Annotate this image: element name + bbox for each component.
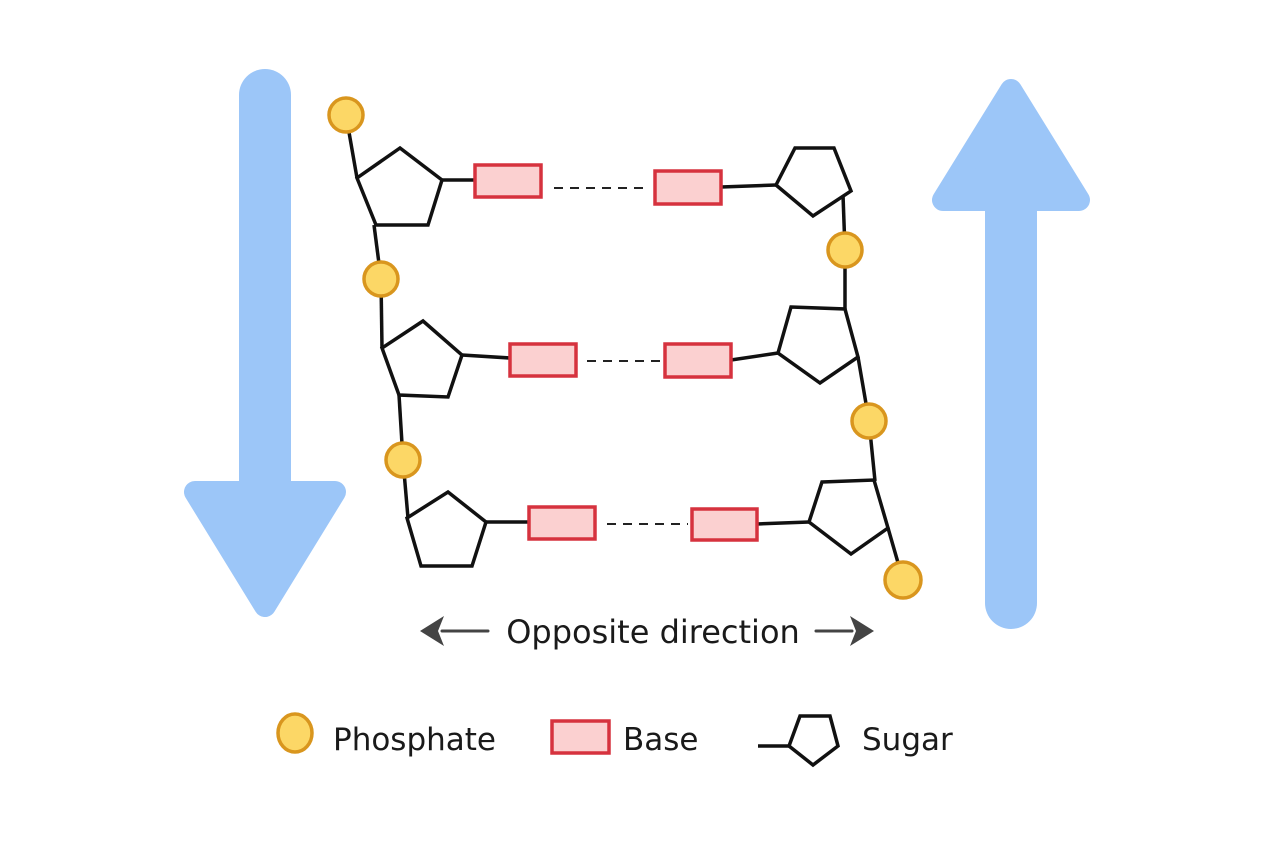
hydrogen-bonds — [554, 187, 688, 525]
left-direction-arrow-icon — [420, 616, 490, 646]
sugar-pentagon — [354, 145, 445, 227]
base-rectangle — [663, 342, 733, 379]
legend-label-sugar: Sugar — [862, 722, 953, 758]
phosphate-circle — [327, 96, 365, 134]
sugar-legend-icon — [758, 714, 840, 768]
legend: Phosphate Base Sugar — [276, 712, 953, 768]
legend-item-base: Base — [550, 719, 699, 758]
right-strand-up-arrow — [932, 79, 1090, 629]
sugar-pentagon — [806, 478, 891, 557]
sugar-pentagon — [775, 305, 861, 386]
sugars — [354, 145, 891, 568]
phosphate-circle — [850, 402, 888, 440]
phosphate-legend-icon — [276, 712, 314, 754]
direction-annotation: Opposite direction — [420, 613, 874, 651]
legend-item-phosphate: Phosphate — [276, 712, 496, 758]
phosphate-circle — [384, 441, 422, 479]
legend-label-phosphate: Phosphate — [333, 722, 496, 758]
base-rectangle — [473, 163, 543, 199]
phosphates — [327, 96, 923, 600]
phosphate-circle — [883, 560, 923, 600]
bases — [473, 163, 759, 542]
base-rectangle — [653, 169, 723, 206]
base-rectangle — [690, 507, 759, 542]
right-direction-arrow-icon — [814, 616, 874, 646]
direction-label: Opposite direction — [506, 613, 800, 651]
sugar-base-bonds — [442, 178, 810, 526]
sugar-pentagon — [773, 146, 854, 219]
base-legend-icon — [550, 719, 611, 755]
sugar-pentagon — [404, 489, 489, 568]
legend-item-sugar: Sugar — [758, 714, 953, 768]
legend-label-base: Base — [623, 722, 699, 758]
left-strand-down-arrow — [184, 69, 346, 617]
sugar-pentagon — [379, 318, 465, 399]
phosphate-circle — [362, 260, 400, 298]
base-rectangle — [508, 342, 578, 378]
phosphate-circle — [826, 231, 864, 269]
base-rectangle — [527, 505, 597, 541]
